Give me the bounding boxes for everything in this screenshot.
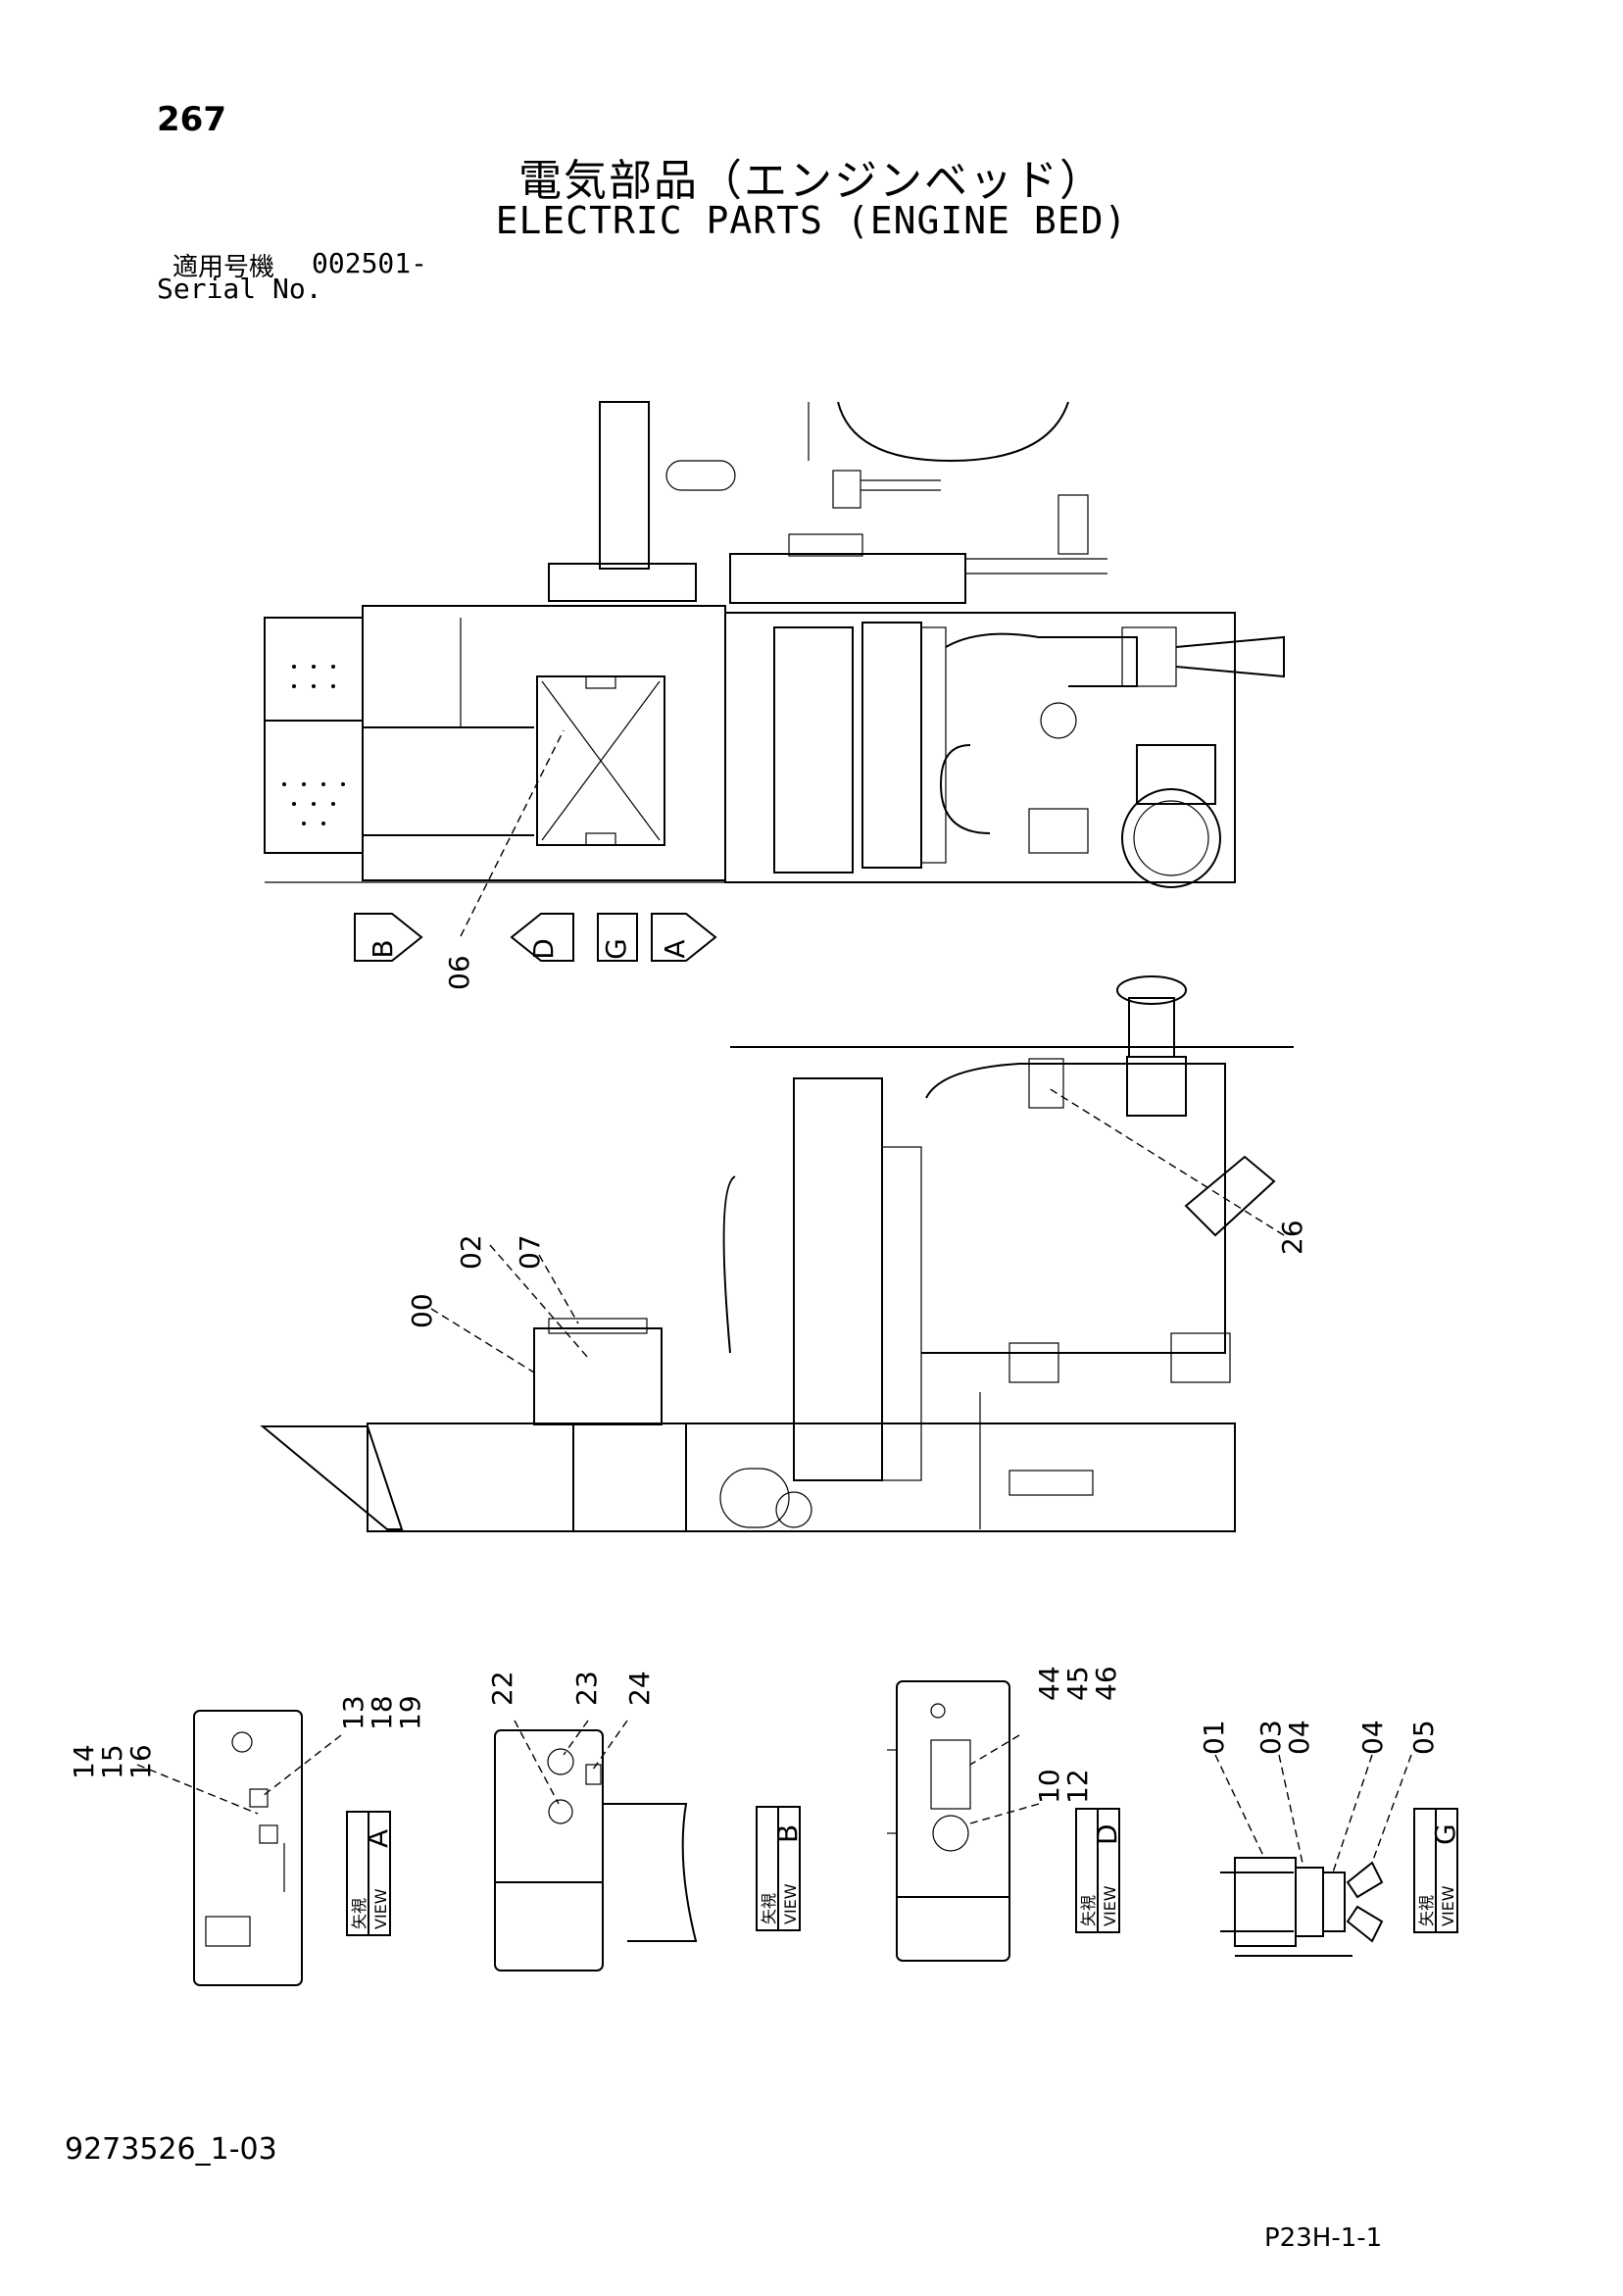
svg-text:B: B bbox=[771, 1824, 804, 1843]
view-label-b: 矢視 VIEW B bbox=[756, 1806, 804, 1931]
view-label-d: 矢視 VIEW D bbox=[1075, 1808, 1123, 1933]
view-marker-g: G bbox=[597, 913, 638, 962]
callout-06: 06 bbox=[443, 955, 475, 990]
callout-01: 01 bbox=[1198, 1720, 1230, 1755]
view-label-a: 矢視 VIEW A bbox=[346, 1811, 394, 1936]
svg-text:D: D bbox=[527, 938, 560, 960]
serial-label-japanese: 適用号機 bbox=[172, 253, 275, 282]
leader-24 bbox=[592, 1720, 628, 1771]
svg-text:D: D bbox=[1091, 1823, 1123, 1845]
detail-view-d bbox=[887, 1680, 1010, 1962]
page-reference: P23H-1-1 bbox=[1264, 2223, 1383, 2253]
leader-26 bbox=[1048, 1087, 1285, 1236]
leader-01 bbox=[1214, 1754, 1265, 1859]
leader-23 bbox=[563, 1720, 589, 1756]
callout-22: 22 bbox=[486, 1671, 518, 1706]
svg-text:A: A bbox=[659, 939, 691, 958]
callout-44: 44 bbox=[1033, 1666, 1065, 1701]
svg-text:VIEW: VIEW bbox=[1439, 1885, 1457, 1926]
view-marker-b: B bbox=[354, 913, 423, 962]
view-label-g: 矢視 VIEW G bbox=[1413, 1808, 1461, 1933]
svg-text:矢視: 矢視 bbox=[350, 1898, 369, 1929]
svg-text:矢視: 矢視 bbox=[1079, 1895, 1098, 1926]
leader-03-04 bbox=[1278, 1754, 1304, 1869]
svg-text:G: G bbox=[1429, 1823, 1461, 1845]
callout-15: 15 bbox=[96, 1744, 128, 1779]
page-number: 267 bbox=[157, 100, 226, 139]
detail-view-g bbox=[1220, 1857, 1384, 1957]
leader-44-45-46 bbox=[969, 1734, 1020, 1766]
title-english: ELECTRIC PARTS (ENGINE BED) bbox=[495, 199, 1128, 242]
leader-06 bbox=[460, 729, 565, 937]
callout-26: 26 bbox=[1276, 1220, 1308, 1255]
callout-45: 45 bbox=[1061, 1666, 1094, 1701]
serial-code: 002501- bbox=[312, 247, 428, 279]
svg-text:VIEW: VIEW bbox=[371, 1888, 390, 1929]
top-view-drawing bbox=[264, 401, 1285, 888]
callout-16: 16 bbox=[124, 1744, 157, 1779]
svg-text:矢視: 矢視 bbox=[1417, 1895, 1436, 1926]
callout-03: 03 bbox=[1254, 1720, 1287, 1755]
callout-04-b: 04 bbox=[1356, 1720, 1389, 1755]
callout-14: 14 bbox=[68, 1744, 100, 1779]
callout-18: 18 bbox=[366, 1695, 398, 1730]
leader-00 bbox=[430, 1308, 535, 1373]
callout-07: 07 bbox=[514, 1234, 546, 1270]
view-marker-a: A bbox=[651, 913, 717, 962]
leader-14-15-16 bbox=[136, 1764, 259, 1815]
leader-05 bbox=[1371, 1754, 1412, 1864]
callout-23: 23 bbox=[570, 1671, 603, 1706]
callout-04-a: 04 bbox=[1283, 1720, 1315, 1755]
callout-24: 24 bbox=[623, 1671, 656, 1706]
side-view-drawing bbox=[260, 975, 1294, 1532]
leader-22 bbox=[514, 1720, 560, 1805]
callout-05: 05 bbox=[1407, 1720, 1440, 1755]
callout-46: 46 bbox=[1090, 1666, 1122, 1701]
detail-view-a bbox=[193, 1710, 303, 1986]
serial-label-english: Serial No. bbox=[157, 273, 322, 305]
svg-text:VIEW: VIEW bbox=[1101, 1885, 1119, 1926]
leader-07 bbox=[538, 1254, 579, 1324]
svg-text:VIEW: VIEW bbox=[781, 1883, 800, 1924]
detail-view-b bbox=[494, 1729, 698, 1972]
document-code: 9273526_1-03 bbox=[65, 2132, 277, 2167]
leader-13-18-19 bbox=[262, 1734, 342, 1797]
callout-00: 00 bbox=[406, 1293, 438, 1328]
svg-text:G: G bbox=[600, 938, 632, 960]
leader-04 bbox=[1332, 1754, 1373, 1873]
callout-10: 10 bbox=[1033, 1769, 1065, 1804]
callout-13: 13 bbox=[337, 1695, 369, 1730]
svg-text:矢視: 矢視 bbox=[760, 1893, 778, 1924]
callout-19: 19 bbox=[394, 1695, 426, 1730]
callout-12: 12 bbox=[1061, 1769, 1094, 1804]
svg-text:A: A bbox=[362, 1829, 394, 1848]
view-marker-d: D bbox=[510, 913, 574, 962]
leader-10-12 bbox=[969, 1803, 1040, 1824]
callout-02: 02 bbox=[455, 1234, 487, 1270]
svg-text:B: B bbox=[367, 939, 399, 958]
title-japanese: 電気部品（エンジンベッド） bbox=[518, 156, 1105, 206]
